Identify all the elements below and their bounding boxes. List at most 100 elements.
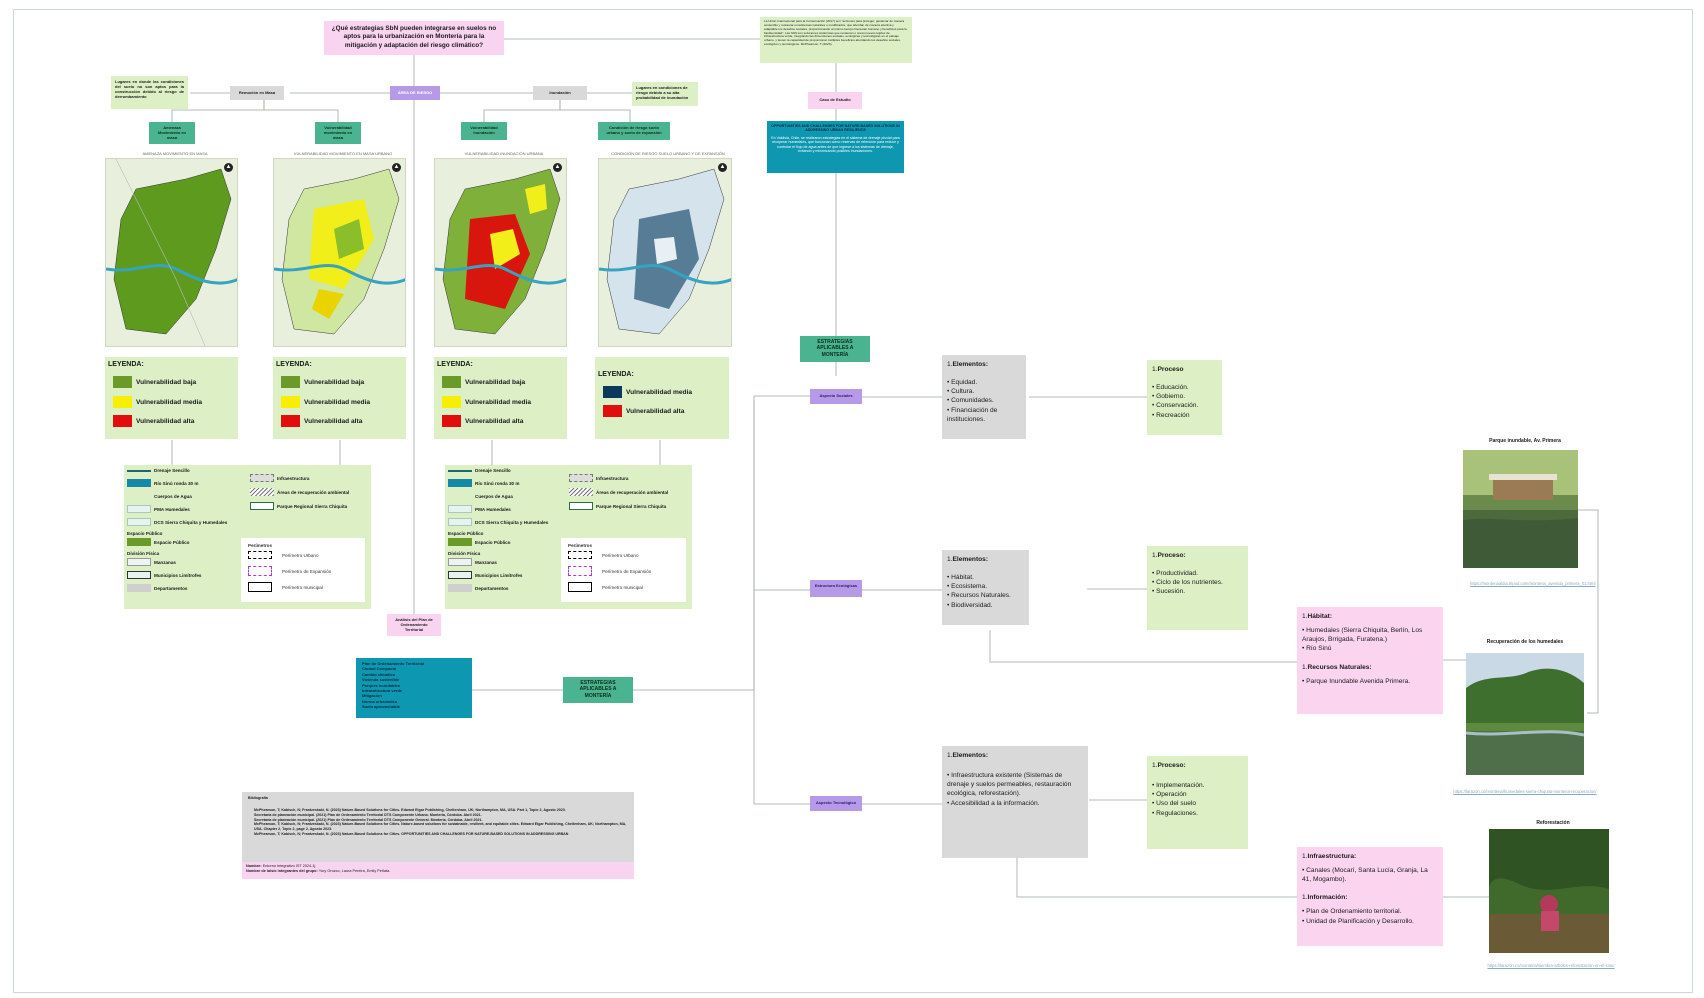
swatch-low — [281, 376, 300, 388]
opportunities-title: OPPORTUNITIES AND CHALLENGES FOR NATURE-… — [771, 124, 900, 133]
inundacion-note: Lugares en condiciones de riesgo debido … — [632, 82, 698, 106]
map-caption-2: VULNERABILIDAD MOVIMIENTO EN MASA URBANO — [293, 151, 393, 156]
river-swatch — [127, 479, 151, 487]
elements-tech-card: 1.Elementos: Infraestructura existente (… — [942, 746, 1088, 858]
opportunities-note: OPPORTUNITIES AND CHALLENGES FOR NATURE-… — [767, 121, 904, 173]
expansion-perimeter-swatch — [568, 566, 592, 576]
legend-title: LEYENDA: — [598, 371, 634, 378]
department-swatch — [127, 584, 151, 592]
municipal-perimeter-swatch — [248, 582, 272, 592]
drainage-line-icon — [127, 469, 151, 472]
swatch-high — [603, 405, 622, 417]
park-swatch — [569, 502, 593, 510]
opportunities-body: En Valdivia, Chile, se realizaron estrat… — [771, 135, 900, 154]
aspect-tech-node: Aspecto Tecnológico — [810, 796, 862, 811]
river-swatch — [448, 479, 472, 487]
map-caption-3: VULNERABILIDAD INUNDACIÓN URBANA — [464, 151, 544, 156]
perimeter-legend: Perímetros Perímetro Urbano Perímetro de… — [241, 538, 365, 602]
park-swatch — [250, 502, 274, 510]
block-swatch — [127, 558, 151, 566]
drainage-line-icon — [448, 469, 472, 472]
pot-analysis-node: Análisis del Plan de Ordenamiento Territ… — [387, 614, 441, 636]
authors-box: Nombre: Entorno Integrativo IST 2024-1j … — [242, 862, 634, 879]
photo-reforestacion-drawing — [1489, 829, 1609, 953]
bibliography-title: Bibliografía — [248, 796, 268, 800]
elements-ecologic-card: 1.Elementos: Hábitat. Ecosistema. Recurs… — [942, 550, 1029, 625]
photo-link-3[interactable]: https://larazon.co/monteria/siembra-arbo… — [1487, 963, 1615, 968]
area-riesgo-node: ÁREA DE RIESGO — [390, 86, 440, 100]
aspect-ecologic-node: Estructura Ecológicas — [810, 580, 862, 597]
map-amenaza: ▲ — [105, 158, 238, 347]
department-swatch — [448, 584, 472, 592]
remocion-note: Lugares en donde las condiciones del sue… — [111, 76, 188, 109]
elements-social-card: 1.Elementos: Equidad. Cultura. Comunidad… — [942, 355, 1026, 439]
legend-map-1: LEYENDA: Vulnerabilidad baja Vulnerabili… — [105, 357, 238, 439]
photo-title-3: Reforestación — [1536, 820, 1570, 826]
public-space-swatch — [448, 538, 472, 546]
condicion-node: Condición de riesgo suelo urbano y suelo… — [598, 122, 670, 140]
vuln-inund-node: Vulnerabilidad inundación — [461, 122, 507, 140]
public-space-swatch — [127, 538, 151, 546]
municipality-swatch — [127, 571, 151, 579]
swatch-medium — [281, 396, 300, 408]
swatch-high — [281, 415, 300, 427]
map-vuln-mov: ▲ — [273, 158, 406, 347]
expansion-perimeter-swatch — [248, 566, 272, 576]
block-swatch — [448, 558, 472, 566]
base-legend-right: Drenaje Sencillo Río Sinú ronda 30 m Cue… — [445, 465, 692, 609]
map-caption-1: AMENAZA MOVIMIENTO EN MASA — [142, 151, 208, 156]
perimeter-legend: Perímetros Perímetro Urbano Perímetro de… — [561, 538, 686, 602]
photo-parque-drawing — [1463, 450, 1578, 568]
legend-map-2: LEYENDA: Vulnerabilidad baja Vulnerabili… — [273, 357, 406, 439]
photo-link-2[interactable]: https://larazon.co/monteria/humedales-si… — [1453, 789, 1597, 794]
wetland-swatch — [127, 505, 151, 513]
swatch-medium — [442, 396, 461, 408]
dcs-swatch — [127, 518, 151, 526]
tech-examples-card: 1.Infraestructura: Canales (Mocarí, Sant… — [1297, 847, 1443, 946]
map-condicion: ▲ — [598, 158, 732, 347]
map-condicion-drawing — [599, 159, 731, 346]
photo-link-1[interactable]: https://monteriaaldia.tripod.com/monteri… — [1470, 581, 1596, 586]
infrastructure-swatch — [569, 474, 593, 482]
strategies-main-node: ESTRATEGIAS APLICABLES A MONTERÍA — [563, 677, 633, 703]
case-study-node: Caso de Estudio — [808, 92, 862, 109]
north-arrow-icon: ▲ — [224, 163, 233, 172]
swatch-medium — [113, 396, 132, 408]
map-vuln-mov-drawing — [274, 159, 405, 346]
map-vuln-inund-drawing — [435, 159, 566, 346]
legend-item: Vulnerabilidad media — [113, 396, 202, 408]
ecologic-examples-card: 1.Hábitat: Humedales (Sierra Chiquita, B… — [1297, 607, 1443, 714]
north-arrow-icon: ▲ — [718, 163, 727, 172]
north-arrow-icon: ▲ — [553, 163, 562, 172]
swatch-high — [113, 415, 132, 427]
legend-item: Vulnerabilidad baja — [113, 376, 196, 388]
recovery-area-swatch — [250, 488, 274, 496]
swatch-low — [113, 376, 132, 388]
dcs-swatch — [448, 518, 472, 526]
research-question: ¿Qué estrategias SbN pueden integrarse e… — [324, 21, 504, 55]
legend-map-3: LEYENDA: Vulnerabilidad baja Vulnerabili… — [434, 357, 567, 439]
aspect-social-node: Aspecto Sociales — [810, 389, 862, 404]
water-swatch — [127, 492, 151, 500]
process-social-card: 1.Proceso Educación. Gobierno. Conservac… — [1147, 360, 1222, 435]
photo-title-2: Recuperación de los humedales — [1486, 639, 1564, 645]
legend-title: LEYENDA: — [276, 361, 312, 368]
urban-perimeter-swatch — [248, 551, 272, 559]
map-caption-4: CONDICIÓN DE RIESGO SUELO URBANO Y DE EX… — [611, 151, 725, 156]
process-tech-card: 1.Proceso: Implementación. Operación Uso… — [1147, 756, 1248, 849]
swatch-medium — [603, 386, 622, 398]
legend-item: Vulnerabilidad baja — [281, 376, 364, 388]
legend-map-4: LEYENDA: Vulnerabilidad media Vulnerabil… — [595, 357, 729, 439]
base-legend-left: Drenaje Sencillo Río Sinú ronda 30 m Cue… — [124, 465, 371, 609]
swatch-high — [442, 415, 461, 427]
legend-item: Vulnerabilidad baja — [442, 376, 525, 388]
nbs-definition-note: La Unión Internacional para la Conservac… — [760, 17, 912, 63]
water-swatch — [448, 492, 472, 500]
urban-perimeter-swatch — [568, 551, 592, 559]
process-ecologic-card: 1.Proceso: Productividad. Ciclo de los n… — [1147, 546, 1248, 630]
map-amenaza-drawing — [106, 159, 237, 346]
amenaza-node: Amenaza Movimiento en masa — [149, 122, 195, 144]
north-arrow-icon: ▲ — [392, 163, 401, 172]
legend-item: Vulnerabilidad media — [603, 386, 692, 398]
legend-title: LEYENDA: — [437, 361, 473, 368]
